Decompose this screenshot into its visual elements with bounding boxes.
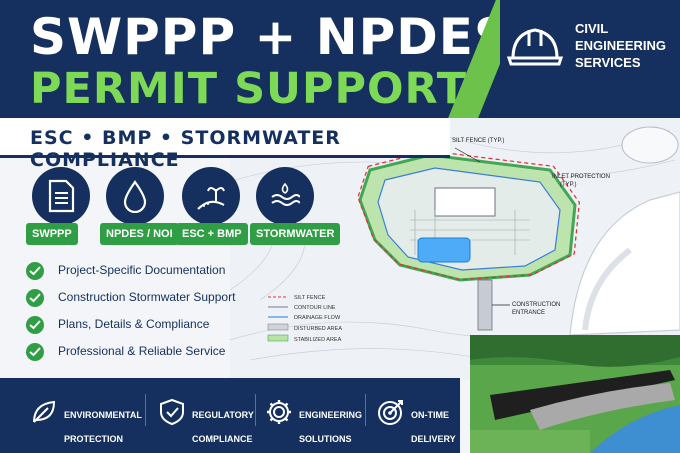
footer-line: REGULATORY	[192, 410, 254, 420]
divider	[365, 394, 366, 426]
service-stormwater: STORMWATER	[250, 167, 341, 247]
service-label: ESC + BMP	[176, 223, 248, 245]
footer-line: SOLUTIONS	[299, 434, 352, 444]
divider	[145, 394, 146, 426]
legend-item: CONTOUR LINE	[294, 305, 336, 311]
footer-line: ON-TIME	[411, 410, 449, 420]
footer-line: PROTECTION	[64, 434, 124, 444]
service-icon-circle	[182, 167, 240, 225]
service-label: SWPPP	[26, 223, 78, 245]
list-item: Professional & Reliable Service	[26, 343, 266, 370]
check-icon	[26, 343, 44, 361]
inlet-callout-1: INLET PROTECTION	[552, 174, 610, 180]
document-icon	[48, 179, 75, 213]
list-item: Construction Stormwater Support	[26, 289, 266, 316]
brand-line: SERVICES	[575, 55, 641, 70]
feature-list: Project-Specific Documentation Construct…	[26, 262, 266, 370]
legend-item: SILT FENCE	[294, 295, 326, 301]
plant-slope-icon	[197, 187, 225, 210]
list-item-text: Construction Stormwater Support	[58, 290, 236, 304]
silt-fence-photo	[470, 335, 680, 453]
check-icon	[26, 316, 44, 334]
construction-callout-1: CONSTRUCTION	[512, 302, 560, 308]
page-title: SWPPP + NPDES	[30, 8, 511, 66]
footer-label: ON-TIME DELIVERY	[411, 397, 456, 453]
leaf-icon	[33, 400, 56, 423]
waves-icon	[271, 182, 300, 206]
hard-hat-icon	[506, 28, 564, 66]
brand-name: CIVIL ENGINEERING SERVICES	[575, 20, 675, 71]
brand-line: ENGINEERING	[575, 38, 667, 53]
target-icon	[378, 400, 403, 425]
service-swppp: SWPPP	[24, 167, 104, 247]
water-drop-icon	[123, 180, 147, 213]
list-item: Project-Specific Documentation	[26, 262, 266, 289]
service-icon-circle	[106, 167, 164, 225]
legend-item: STABILIZED AREA	[294, 337, 342, 343]
check-icon	[26, 289, 44, 307]
footer-label: ENVIRONMENTAL PROTECTION	[64, 397, 142, 453]
shield-check-icon	[160, 398, 184, 426]
legend-item: DISTURBED AREA	[294, 326, 342, 332]
footer-bar: ENVIRONMENTAL PROTECTION REGULATORY COMP…	[0, 378, 460, 453]
footer-label: REGULATORY COMPLIANCE	[192, 397, 254, 453]
service-icon-circle	[32, 167, 90, 225]
tagline-bar: ESC • BMP • STORMWATER COMPLIANCE	[0, 118, 450, 171]
service-esc-bmp: ESC + BMP	[176, 167, 256, 247]
brand-line: CIVIL	[575, 21, 609, 36]
inlet-callout-2: (TYP.)	[560, 182, 577, 188]
gear-icon	[267, 400, 291, 424]
plan-legend: SILT FENCE CONTOUR LINE DRAINAGE FLOW DI…	[267, 295, 342, 343]
service-icon-circle	[256, 167, 314, 225]
list-item-text: Plans, Details & Compliance	[58, 317, 210, 331]
list-item-text: Professional & Reliable Service	[58, 344, 226, 358]
divider	[255, 394, 256, 426]
list-item-text: Project-Specific Documentation	[58, 263, 226, 277]
footer-line: ENGINEERING	[299, 410, 363, 420]
page-subtitle: PERMIT SUPPORT	[30, 64, 468, 114]
service-label: STORMWATER	[250, 223, 341, 245]
footer-line: ENVIRONMENTAL	[64, 410, 142, 420]
footer-line: COMPLIANCE	[192, 434, 253, 444]
legend-item: DRAINAGE FLOW	[294, 315, 341, 321]
list-item: Plans, Details & Compliance	[26, 316, 266, 343]
construction-callout-2: ENTRANCE	[512, 310, 545, 316]
footer-line: DELIVERY	[411, 434, 456, 444]
tagline: ESC • BMP • STORMWATER COMPLIANCE	[30, 127, 341, 171]
service-npdes: NPDES / NOI	[98, 167, 179, 247]
check-icon	[26, 262, 44, 280]
footer-label: ENGINEERING SOLUTIONS	[299, 397, 362, 453]
silt-fence-callout: SILT FENCE (TYP.)	[452, 138, 504, 144]
service-label: NPDES / NOI	[100, 223, 179, 245]
